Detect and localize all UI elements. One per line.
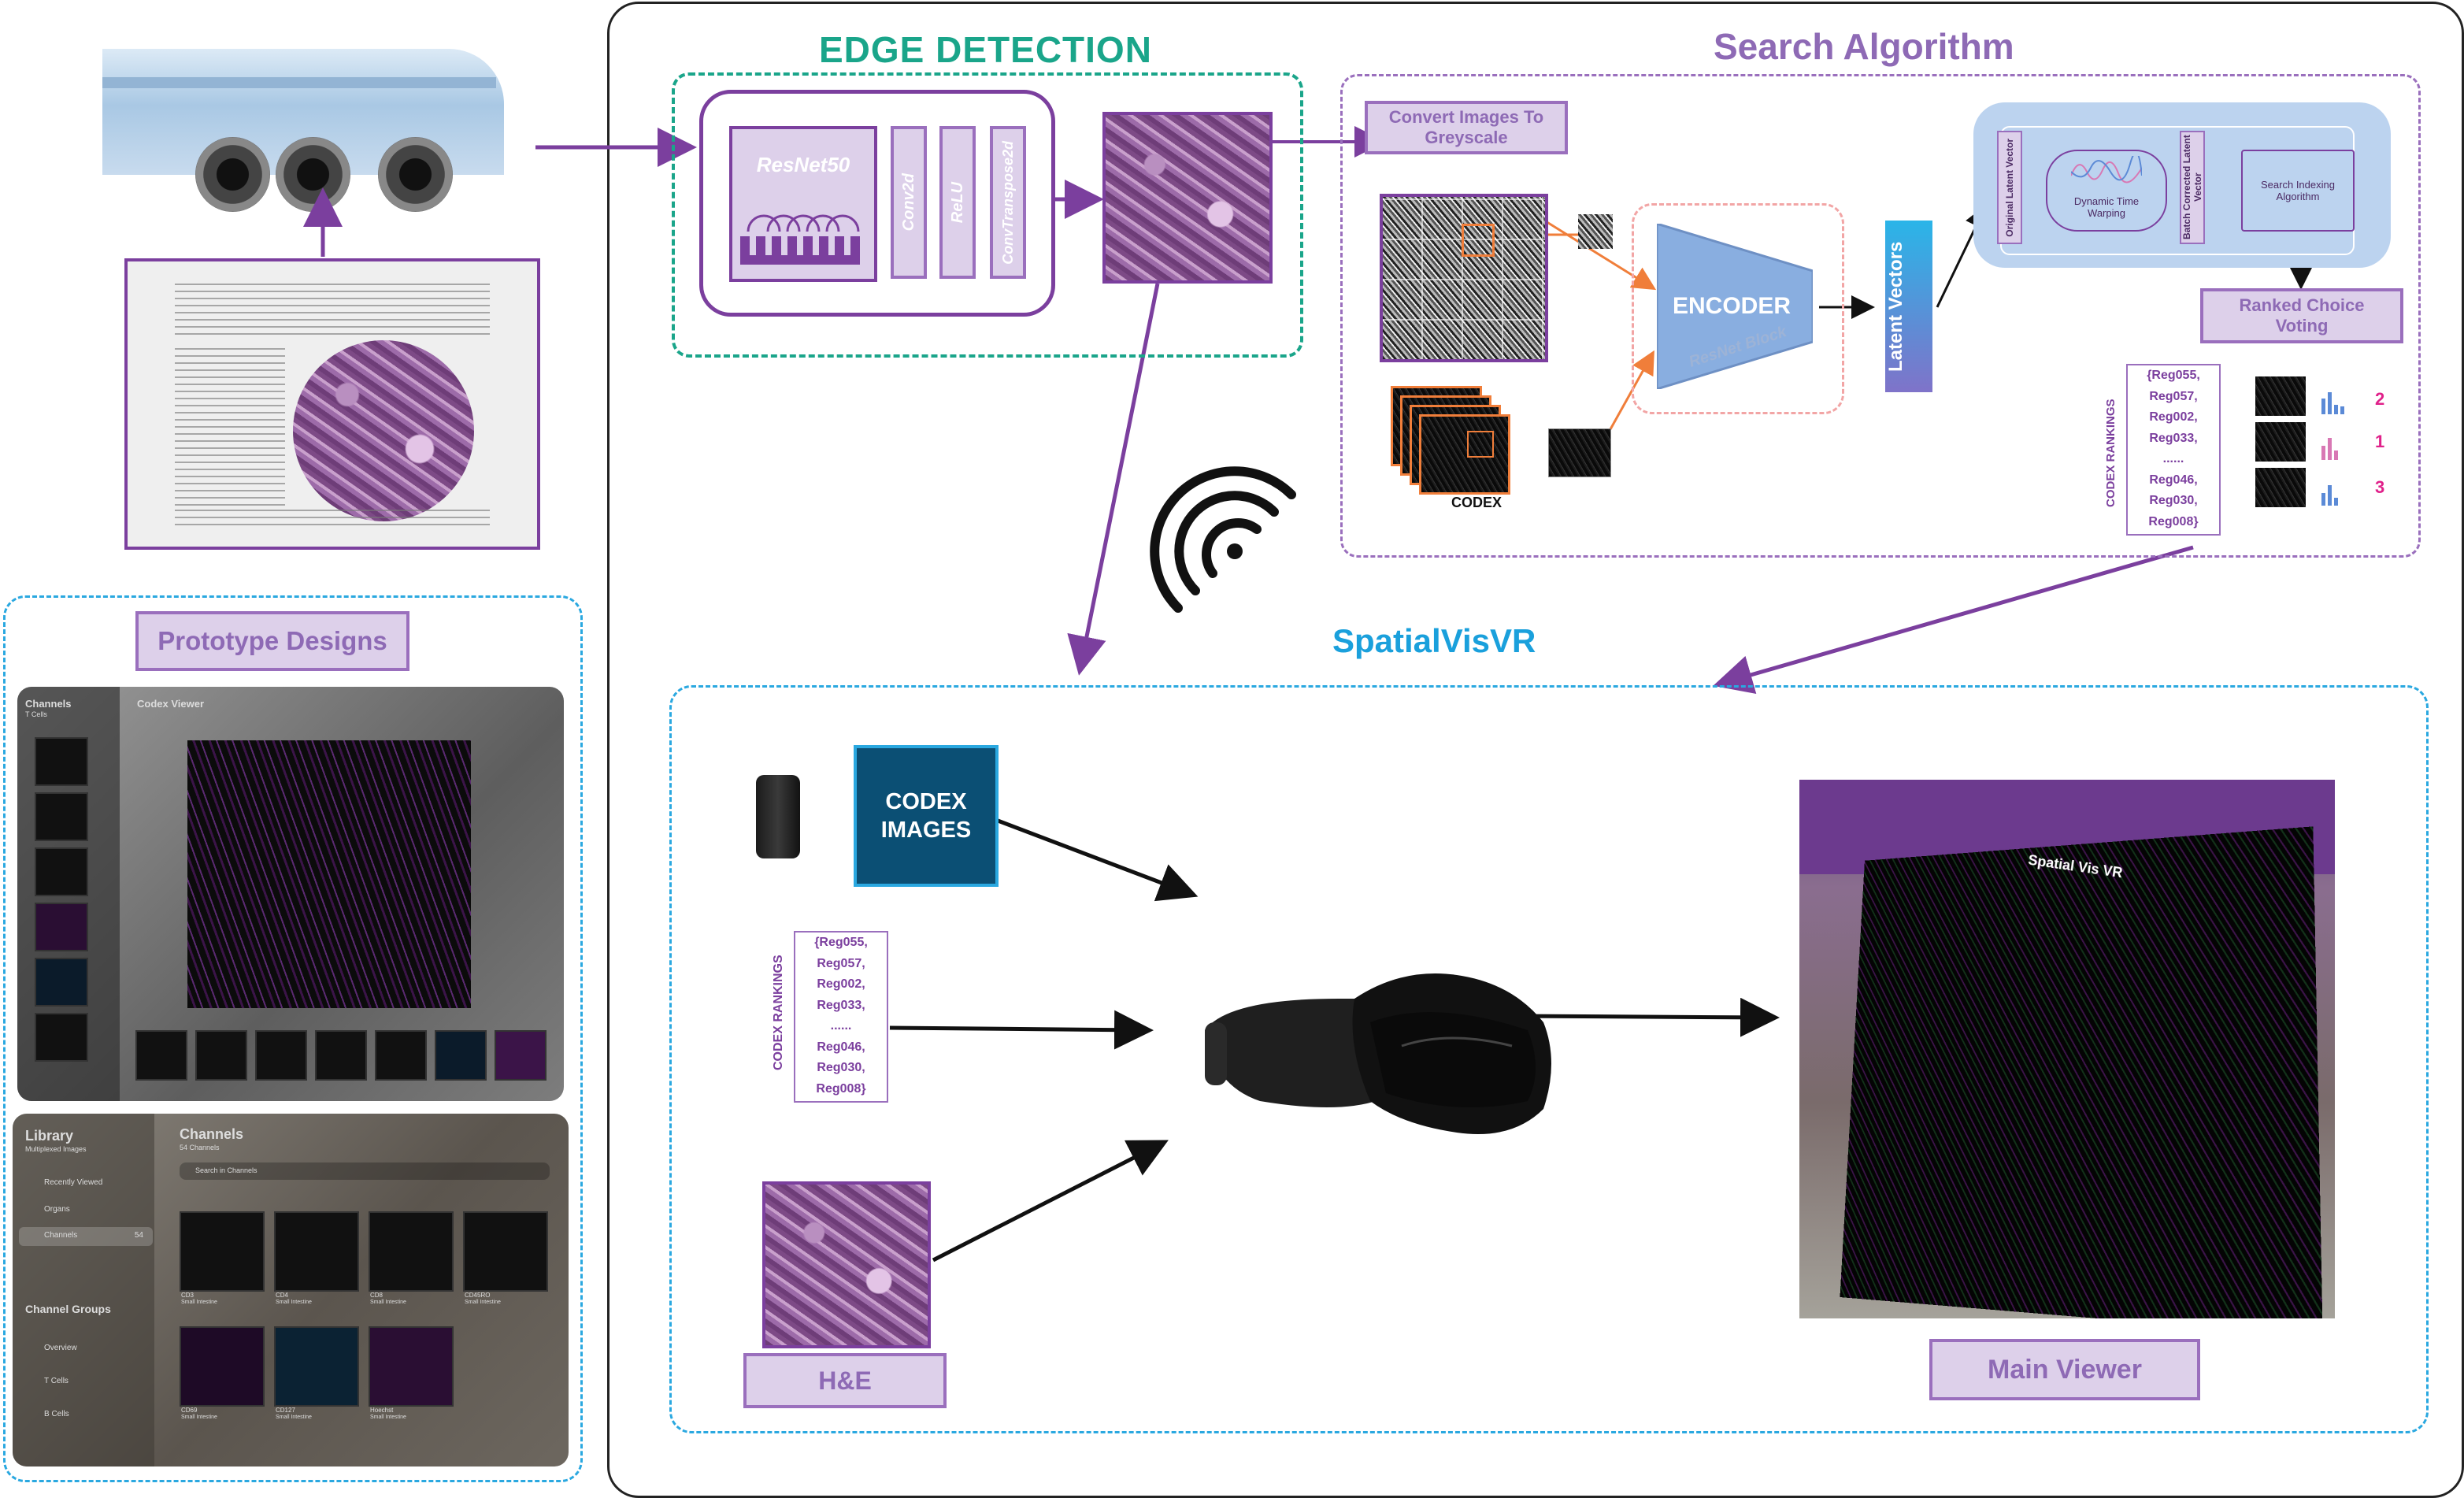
library-subtitle: Multiplexed Images [25, 1145, 87, 1153]
hard-drive-icon [756, 775, 800, 858]
rank-number: 1 [2375, 432, 2385, 451]
spatialvisvr-title: SpatialVisVR [1332, 622, 1536, 659]
channel-card[interactable] [369, 1211, 454, 1292]
channel-groups-header[interactable]: Channel Groups [25, 1303, 111, 1315]
convtranspose2d-block: ConvTranspose2d [990, 126, 1026, 279]
card-label: CD45RO [465, 1292, 491, 1299]
paper-document [124, 258, 540, 550]
prototype-library: Library Multiplexed Images Recently View… [13, 1114, 569, 1466]
relu-block: ReLU [939, 126, 976, 279]
card-sublabel: Small Intestine [465, 1300, 501, 1305]
codex-stack-layer [1419, 414, 1510, 495]
camera-lens-icon [195, 137, 270, 212]
sidebar-item-channels[interactable]: Channels 54 [19, 1227, 153, 1246]
main-viewer-label: Main Viewer [1929, 1339, 2200, 1400]
conv2d-block: Conv2d [891, 126, 927, 279]
channel-card[interactable] [369, 1326, 454, 1407]
encoder-label: ENCODER [1673, 293, 1791, 319]
main-viewer-image: Spatial Vis VR [1799, 780, 2335, 1318]
prototype-title: Prototype Designs [135, 611, 409, 671]
channels-count: 54 Channels [180, 1144, 220, 1151]
camera-lens-icon [378, 137, 453, 212]
sidebar-thumb[interactable] [35, 792, 88, 841]
ranked-choice-voting: Ranked Choice Voting [2200, 288, 2403, 343]
sidebar-item-organs[interactable]: Organs [44, 1205, 70, 1214]
rank-number: 2 [2375, 389, 2385, 409]
ranking-thumb [2255, 422, 2306, 462]
prototype-section [3, 595, 583, 1482]
codex-viewer-header: Codex Viewer [137, 698, 205, 710]
channel-card[interactable] [463, 1211, 548, 1292]
edge-detection-title: EDGE DETECTION [819, 29, 1152, 70]
codex-rankings-list: {Reg055, Reg057, Reg002, Reg033, ...... … [794, 931, 888, 1103]
ranking-thumb [2255, 376, 2306, 416]
resnet50-block: ResNet50 [729, 126, 877, 282]
prototype-codex-viewer: Channels T Cells Codex Viewer [17, 687, 564, 1101]
sidebar-item-overview[interactable]: Overview [44, 1344, 77, 1352]
sidebar-item-recent[interactable]: Recently Viewed [44, 1178, 103, 1187]
ranking-mini-bars [2321, 392, 2344, 506]
sidebar-thumb[interactable] [35, 903, 88, 951]
dtw-box: Dynamic Time Warping [2046, 150, 2167, 232]
card-label: CD69 [181, 1407, 198, 1414]
card-label: CD8 [370, 1292, 383, 1299]
greyscale-patch [1578, 214, 1613, 249]
sidebar-item-bcells[interactable]: B Cells [44, 1410, 69, 1418]
card-label: CD127 [276, 1407, 295, 1414]
residual-loops-icon [740, 214, 860, 265]
card-sublabel: Small Intestine [181, 1415, 217, 1420]
waveform-icon [2071, 156, 2142, 184]
encoder-shape [1657, 224, 1813, 389]
vr-headset-icon [1205, 973, 1551, 1134]
search-indexing-box: Search Indexing Algorithm [2241, 150, 2355, 232]
channel-card[interactable] [180, 1326, 265, 1407]
tissue-image [1102, 112, 1273, 284]
wireless-icon [1150, 466, 1296, 613]
card-sublabel: Small Intestine [181, 1300, 217, 1305]
card-label: CD4 [276, 1292, 289, 1299]
phone-image [102, 49, 504, 212]
channels-title: Channels [180, 1126, 244, 1142]
sidebar-item-tcells[interactable]: T Cells [44, 1377, 69, 1385]
sidebar-thumb[interactable] [35, 847, 88, 896]
spatialvisvr-section [669, 685, 2429, 1433]
batch-corrected-vector: Batch Corrected Latent Vector [2180, 131, 2205, 244]
latent-vectors-bar: Latent Vectors [1885, 221, 1932, 392]
edge-detection-section [672, 72, 1303, 358]
greyscale-tile-grid [1380, 194, 1548, 362]
card-sublabel: Small Intestine [276, 1415, 312, 1420]
codex-main-image [187, 740, 471, 1008]
channels-subheader: T Cells [25, 710, 47, 718]
thumb-strip [135, 1030, 553, 1085]
codex-images-box: CODEX IMAGES [854, 745, 999, 887]
search-algorithm-section [1340, 74, 2421, 558]
sidebar-thumb[interactable] [35, 1013, 88, 1062]
library-title: Library [25, 1128, 74, 1144]
card-sublabel: Small Intestine [370, 1300, 406, 1305]
search-input[interactable]: Search in Channels [180, 1162, 550, 1180]
search-algorithm-title: Search Algorithm [1714, 26, 2014, 67]
resnet-block-box [1632, 203, 1844, 414]
card-label: Hoechst [370, 1407, 394, 1414]
sidebar-thumb[interactable] [35, 958, 88, 1007]
card-sublabel: Small Intestine [370, 1415, 406, 1420]
card-label: CD3 [181, 1292, 195, 1299]
channel-card[interactable] [180, 1211, 265, 1292]
codex-label: CODEX [1451, 495, 1502, 510]
resnet50-label: ResNet50 [756, 153, 850, 176]
greyscale-step: Convert Images To Greyscale [1365, 101, 1568, 154]
codex-rankings-list: {Reg055, Reg057, Reg002, Reg033, ...... … [2126, 364, 2221, 536]
original-latent-vector: Original Latent Vector [1997, 131, 2022, 244]
sidebar-thumb[interactable] [35, 737, 88, 786]
rank-number: 3 [2375, 477, 2385, 497]
codex-patch [1548, 428, 1611, 477]
he-image [762, 1181, 931, 1348]
card-sublabel: Small Intestine [276, 1300, 312, 1305]
channel-card[interactable] [274, 1326, 359, 1407]
he-label: H&E [743, 1353, 947, 1408]
channel-card[interactable] [274, 1211, 359, 1292]
channels-header: Channels [25, 698, 72, 710]
ranking-thumb [2255, 468, 2306, 507]
